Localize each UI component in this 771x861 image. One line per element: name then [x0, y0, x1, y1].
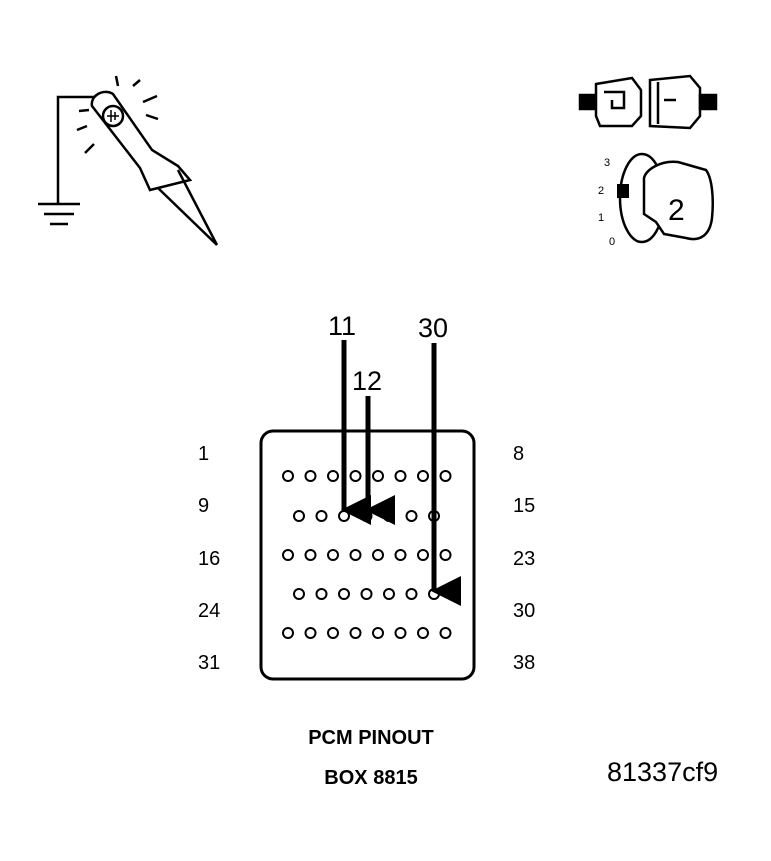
- probe-arrow-pin-30: 30: [418, 313, 461, 606]
- probe-label: 11: [328, 311, 356, 341]
- right-label: 15: [513, 495, 535, 517]
- pin-cavity: [338, 510, 350, 522]
- pin-cavity: [417, 549, 429, 561]
- probe-label: 30: [418, 313, 448, 343]
- probe-label: 12: [352, 366, 382, 396]
- pin-cavity: [282, 627, 294, 639]
- pin-cavity: [439, 627, 452, 639]
- pin-cavity: [439, 549, 452, 561]
- left-label: 1: [198, 443, 209, 465]
- pin-cavity: [417, 627, 429, 639]
- pin-cavity: [417, 470, 429, 482]
- pin-cavity: [394, 470, 407, 482]
- pin-cavity: [304, 470, 317, 482]
- key-pos-2: 2: [598, 185, 604, 197]
- pin-cavity: [349, 549, 362, 561]
- left-label: 9: [198, 495, 209, 517]
- right-label: 38: [513, 652, 535, 674]
- pin-cavity: [405, 510, 418, 522]
- key-pos-1: 1: [598, 212, 604, 224]
- right-label: 23: [513, 548, 535, 570]
- key-pos-0: 0: [609, 236, 615, 248]
- figure-id: 81337cf9: [607, 757, 718, 787]
- left-label: 16: [198, 548, 220, 570]
- test-light-probe-icon: [56, 75, 219, 246]
- pin-cavity: [315, 510, 328, 522]
- pin-cavity: [372, 470, 384, 482]
- pin-cavity: [293, 588, 305, 600]
- pin-cavity: [360, 510, 373, 522]
- pin-cavity: [405, 588, 418, 600]
- pin-cavity: [282, 470, 294, 482]
- pin-cavity: [383, 588, 395, 600]
- pin-cavity: [394, 627, 407, 639]
- pin-cavity: [304, 549, 317, 561]
- pin-cavity: [338, 588, 350, 600]
- right-label: 30: [513, 600, 535, 622]
- left-row-labels: 1 9 16 24 31: [198, 443, 220, 674]
- pin-cavity: [327, 549, 339, 561]
- right-label: 8: [513, 443, 524, 465]
- pin-cavity: [394, 549, 407, 561]
- left-label: 31: [198, 652, 220, 674]
- ignition-switch-key-icon: 3 2 1 0 2: [598, 152, 714, 248]
- pin-cavity: [349, 470, 362, 482]
- caption-subtitle: BOX 8815: [324, 767, 417, 789]
- probe-arrow-pin-12: 12: [352, 366, 395, 525]
- pin-cavity: [282, 549, 294, 561]
- key-position-label: 2: [668, 194, 685, 227]
- pin-cavity: [439, 470, 452, 482]
- key-pos-3: 3: [604, 157, 610, 169]
- pin-cavity: [327, 470, 339, 482]
- pin-cavity: [360, 588, 373, 600]
- disconnected-connector-icon: [578, 74, 718, 130]
- pin-cavity: [315, 588, 328, 600]
- caption-title: PCM PINOUT: [308, 727, 434, 749]
- probe-arrow-pin-11: 11: [328, 311, 371, 525]
- pin-cavity: [293, 510, 305, 522]
- pin-cavity: [349, 627, 362, 639]
- pin-cavity: [304, 627, 317, 639]
- pin-cavity: [372, 627, 384, 639]
- right-row-labels: 8 15 23 30 38: [513, 443, 535, 674]
- ground-symbol-icon: [38, 192, 80, 226]
- pin-cavity: [327, 627, 339, 639]
- pin-cavity: [383, 510, 395, 522]
- left-label: 24: [198, 600, 220, 622]
- pin-cavity: [372, 549, 384, 561]
